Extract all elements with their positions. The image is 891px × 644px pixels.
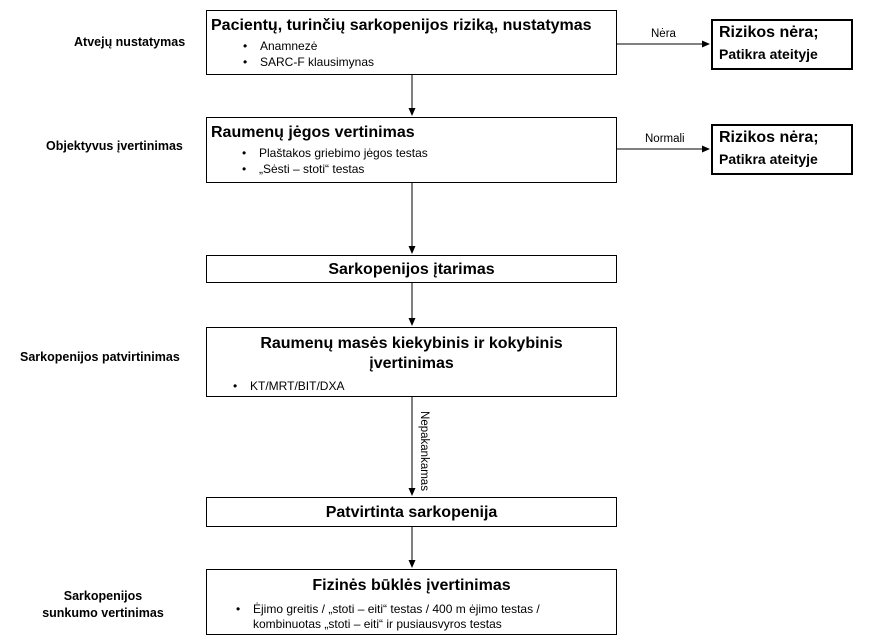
edge-label-normal: Normali: [645, 133, 685, 145]
box-case-finding-item-2: SARC-F klausimynas: [243, 55, 374, 70]
edge-label-none: Nėra: [651, 28, 676, 40]
box-confirmed-sarcopenia-title: Patvirtinta sarkopenija: [325, 504, 498, 521]
box-muscle-mass-title: Raumenų masės kiekybinis ir kokybinis įv…: [260, 335, 563, 372]
box-physical-performance-title: Fizinės būklės įvertinimas: [312, 577, 511, 594]
box-no-risk-2-line1: Rizikos nėra;: [719, 129, 819, 146]
box-muscle-mass-item-1: KT/MRT/BIT/DXA: [233, 379, 345, 394]
stage-label-assessment: Objektyvus įvertinimas: [46, 139, 183, 153]
box-case-finding-title: Pacientų, turinčių sarkopenijos riziką, …: [211, 17, 592, 34]
box-suspected-sarcopenia-title: Sarkopenijos įtarimas: [328, 261, 495, 278]
stage-label-confirmation: Sarkopenijos patvirtinimas: [20, 350, 180, 364]
box-no-risk-1-line2: Patikra ateityje: [719, 46, 818, 62]
box-physical-performance: Fizinės būklės įvertinimas Ėjimo greitis…: [206, 569, 617, 635]
box-case-finding-item-1: Anamnezė: [243, 39, 317, 54]
box-confirmed-sarcopenia: Patvirtinta sarkopenija: [206, 497, 617, 527]
box-no-risk-2-line2: Patikra ateityje: [719, 151, 818, 167]
box-no-risk-1: Rizikos nėra; Patikra ateityje: [711, 19, 853, 70]
box-strength-assessment-item-1: Plaštakos griebimo jėgos testas: [242, 146, 428, 161]
edge-label-insufficient: Nepakankamas: [417, 411, 430, 491]
stage-label-case-finding: Atvejų nustatymas: [74, 35, 186, 49]
box-suspected-sarcopenia: Sarkopenijos įtarimas: [206, 255, 617, 283]
box-strength-assessment: Raumenų jėgos vertinimas Plaštakos grieb…: [206, 117, 617, 183]
box-physical-performance-item-1: Ėjimo greitis / „stoti – eiti“ testas / …: [236, 602, 603, 632]
stage-label-severity: Sarkopenijos sunkumo vertinimas: [42, 589, 164, 620]
box-strength-assessment-item-2: „Sėsti – stoti“ testas: [242, 162, 364, 177]
box-case-finding: Pacientų, turinčių sarkopenijos riziką, …: [206, 10, 617, 75]
box-muscle-mass: Raumenų masės kiekybinis ir kokybinis įv…: [206, 327, 617, 397]
box-strength-assessment-title: Raumenų jėgos vertinimas: [211, 124, 415, 141]
box-no-risk-2: Rizikos nėra; Patikra ateityje: [711, 124, 853, 175]
box-no-risk-1-line1: Rizikos nėra;: [719, 24, 819, 41]
